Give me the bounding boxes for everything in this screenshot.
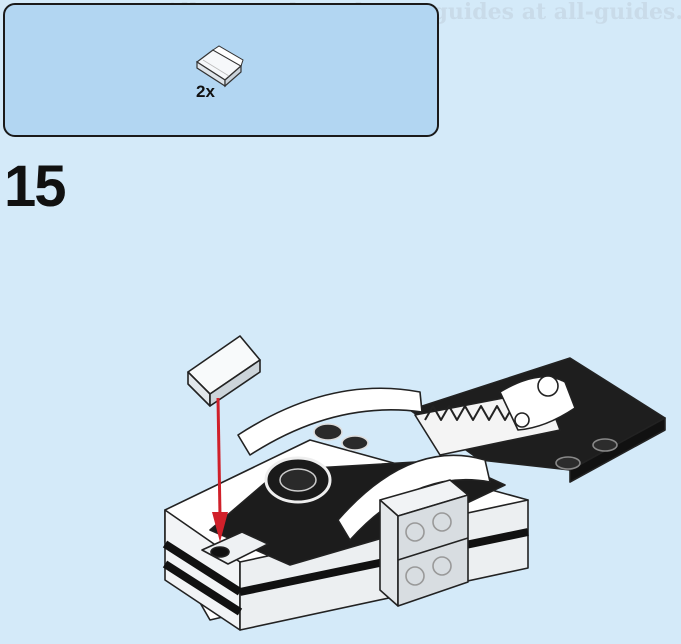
assembly-model-icon	[150, 320, 681, 644]
placement-arrow	[212, 398, 228, 542]
part-quantity: 2x	[196, 82, 215, 102]
step-number: 15	[4, 152, 65, 222]
